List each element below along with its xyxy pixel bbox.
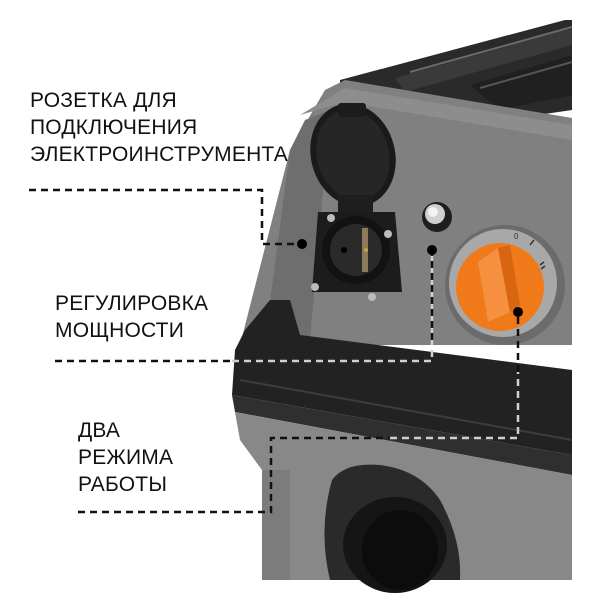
label-line: ЭЛЕКТРОИНСТРУМЕНТА <box>30 143 288 166</box>
label-line: РЕГУЛИРОВКА <box>55 292 209 315</box>
svg-text:0: 0 <box>514 232 519 241</box>
callout-line-socket <box>29 188 300 246</box>
socket-cover <box>310 103 396 207</box>
label-line: РАБОТЫ <box>78 473 168 496</box>
callout-line-power <box>55 252 434 363</box>
indicator-knob <box>422 202 452 232</box>
callout-label-power: РЕГУЛИРОВКА МОЩНОСТИ <box>55 290 208 344</box>
callout-dot-socket <box>297 239 307 249</box>
mode-selector-knob: 0 <box>445 225 565 345</box>
label-line: ПОДКЛЮЧЕНИЯ <box>30 116 198 139</box>
callout-dot-power <box>427 245 437 255</box>
label-line: РЕЖИМА <box>78 446 174 469</box>
callout-dot-modes <box>513 307 523 317</box>
power-socket <box>311 195 402 301</box>
callout-line-modes <box>78 314 520 514</box>
label-line: РОЗЕТКА ДЛЯ <box>30 89 177 112</box>
callout-label-socket: РОЗЕТКА ДЛЯ ПОДКЛЮЧЕНИЯ ЭЛЕКТРОИНСТРУМЕН… <box>30 87 288 168</box>
black-band <box>232 300 573 475</box>
hose-inlet <box>324 464 461 593</box>
label-line: МОЩНОСТИ <box>55 319 185 342</box>
callout-label-modes: ДВА РЕЖИМА РАБОТЫ <box>78 417 173 498</box>
label-line: ДВА <box>78 419 121 442</box>
